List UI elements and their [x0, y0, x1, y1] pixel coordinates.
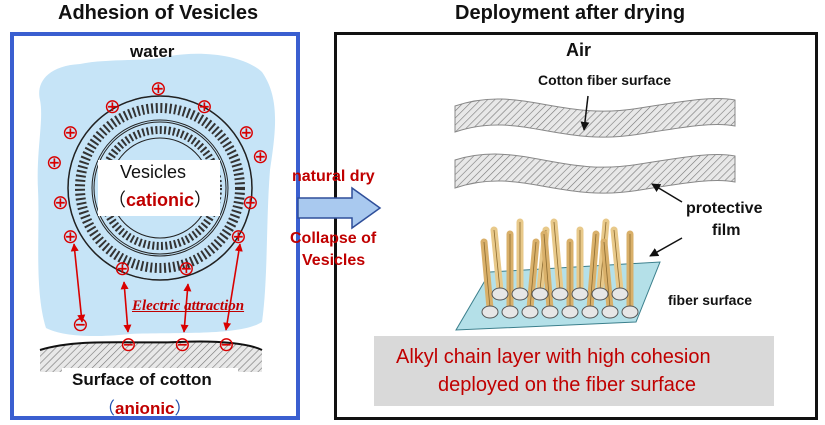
- positive-charge-icon: ⊕: [46, 152, 63, 174]
- pointer-arrow: [649, 237, 683, 257]
- negative-charge-icon: ⊖: [120, 334, 137, 356]
- right-heading: Deployment after drying: [455, 2, 686, 24]
- cotton-charge-line: （anionic）: [98, 394, 192, 419]
- left-heading: Adhesion of Vesicles: [58, 2, 259, 24]
- head-group: [511, 287, 529, 301]
- fiber-strand: [454, 97, 736, 138]
- alkyl-chain-outline: [483, 241, 491, 309]
- protective-film-label-line1: protective: [686, 200, 763, 217]
- head-group: [621, 305, 639, 319]
- caption-box: [374, 336, 774, 406]
- process-arrow: [297, 186, 382, 230]
- caption-line1: Alkyl chain layer with high cohesion: [396, 346, 711, 368]
- paren-open: （: [98, 399, 115, 418]
- positive-charge-icon: ⊕: [252, 146, 269, 168]
- positive-charge-icon: ⊕: [238, 122, 255, 144]
- fiber-strand: [454, 153, 736, 194]
- alkyl-chain-outline: [543, 233, 551, 309]
- paren-close: ）: [174, 399, 192, 418]
- protective-film-label-line2: film: [712, 222, 741, 239]
- alkyl-chain-outline: [589, 233, 597, 309]
- electric-attraction-label: Electric attraction: [132, 298, 245, 314]
- head-group: [551, 287, 569, 301]
- air-label: Air: [566, 40, 592, 60]
- positive-charge-icon: ⊕: [242, 192, 259, 214]
- negative-charge-icon: ⊖: [218, 334, 235, 356]
- vesicle-charge-line: （cationic）: [108, 186, 212, 212]
- positive-charge-icon: ⊕: [52, 192, 69, 214]
- vesicle-title: Vesicles: [120, 162, 187, 182]
- anionic-label: anionic: [115, 399, 175, 418]
- positive-charge-icon: ⊕: [104, 96, 121, 118]
- head-group: [531, 287, 549, 301]
- left-panel: [10, 32, 300, 420]
- cotton-fiber-surface-label: Cotton fiber surface: [538, 72, 672, 88]
- cotton-label-box: [62, 368, 238, 392]
- alkyl-chain-outline: [529, 241, 537, 309]
- attraction-arrows: [70, 243, 243, 333]
- fiber-surface-label: fiber surface: [668, 292, 753, 308]
- cotton-surface-label: Surface of cotton: [72, 370, 212, 389]
- head-group: [481, 305, 499, 319]
- alkyl-chain-outline: [603, 241, 611, 309]
- positive-charge-icon: ⊕: [196, 96, 213, 118]
- positive-charge-icon: ⊕: [62, 226, 79, 248]
- head-group: [601, 305, 619, 319]
- pointer-arrow: [580, 95, 590, 131]
- head-group: [571, 287, 589, 301]
- natural-dry-label: natural dry: [292, 168, 375, 185]
- head-group: [561, 305, 579, 319]
- alkyl-chain-outline: [553, 221, 561, 291]
- pointer-arrow: [651, 183, 683, 203]
- negative-charge-icon: ⊖: [174, 334, 191, 356]
- positive-charge-icon: ⊕: [230, 226, 247, 248]
- cotton-surface: [40, 341, 262, 372]
- alkyl-chains: [480, 218, 634, 312]
- head-group: [521, 305, 539, 319]
- negative-charge-icon: ⊖: [72, 314, 89, 336]
- collapse-label-line2: Vesicles: [302, 252, 366, 269]
- vesicle-label-box: [98, 160, 220, 216]
- positive-charge-icon: ⊕: [114, 258, 131, 280]
- head-group: [501, 305, 519, 319]
- alkyl-chain-outline: [613, 229, 621, 291]
- paren-open: （: [108, 190, 126, 210]
- positive-charge-icon: ⊕: [178, 258, 195, 280]
- head-group: [491, 287, 509, 301]
- collapse-label-line1: Collapse of: [290, 230, 377, 247]
- head-group: [541, 305, 559, 319]
- right-panel: [334, 32, 818, 420]
- head-group: [581, 305, 599, 319]
- alkyl-chain-outline: [493, 229, 501, 291]
- water-label: water: [130, 42, 175, 61]
- positive-charge-icon: ⊕: [150, 78, 167, 100]
- head-group: [591, 287, 609, 301]
- head-groups: [481, 287, 639, 319]
- positive-charge-icon: ⊕: [62, 122, 79, 144]
- paren-close: ）: [194, 190, 213, 210]
- head-group: [611, 287, 629, 301]
- cationic-label: cationic: [126, 190, 195, 210]
- caption-line2: deployed on the fiber surface: [438, 374, 696, 396]
